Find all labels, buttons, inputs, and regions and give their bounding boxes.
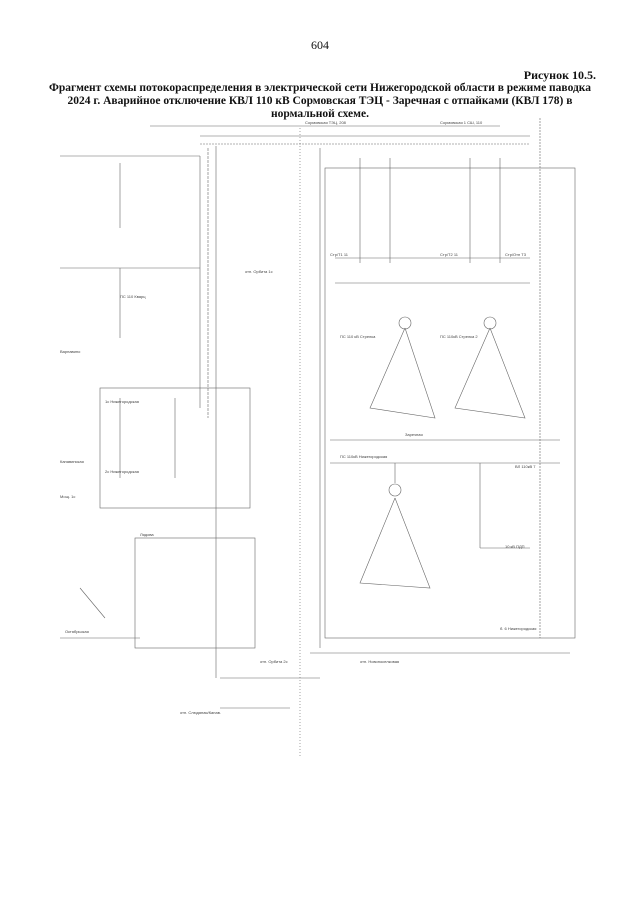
label-varnavino: Варнавино bbox=[60, 349, 81, 354]
label-pc-strelka: ПС 110 кВ Стрелка bbox=[340, 334, 376, 339]
transformer-1-icon bbox=[398, 316, 412, 330]
page-number: 604 bbox=[311, 38, 329, 52]
strelka-triangle-1 bbox=[369, 327, 436, 419]
label-strelka-t2: Стр/Т2 11 bbox=[440, 252, 459, 257]
label-kanavinskaya: Канавинская bbox=[60, 459, 84, 464]
strelka-triangle-2 bbox=[454, 327, 526, 419]
label-kv-pdp: 10 кВ ПДП bbox=[505, 544, 525, 549]
label-b7: ВЛ 110кВ 7 bbox=[515, 464, 536, 469]
left-block bbox=[99, 387, 251, 509]
figure-title: Фрагмент схемы потокораспределения в эле… bbox=[48, 82, 592, 120]
label-nizh-1s: 1с Нижегородская bbox=[105, 399, 139, 404]
label-lyadova: Лядова bbox=[140, 532, 154, 537]
label-orbita: отп. Орбита 1с bbox=[245, 269, 273, 274]
figure-label: Рисунок 10.5. bbox=[523, 68, 596, 82]
label-sormovskaya-tec: Сормовская ТЭЦ, 208 bbox=[305, 120, 347, 125]
left-bottom-block bbox=[134, 537, 256, 649]
diag-line bbox=[79, 587, 106, 619]
nizhegorodskaya-triangle bbox=[359, 497, 431, 589]
right-frame bbox=[324, 167, 576, 639]
power-flow-diagram: Сормовская ТЭЦ, 208 Сормовская 1 СШ, 110… bbox=[60, 118, 576, 758]
label-zarechnaya: Заречная bbox=[405, 432, 423, 437]
label-nizhegorodskaya: ПС 110кВ Нижегородская bbox=[340, 454, 387, 459]
label-nizh-2s: 2с Нижегородская bbox=[105, 469, 139, 474]
label-sormovskaya-sh: Сормовская 1 СШ, 110 bbox=[440, 120, 483, 125]
label-b6-nijegor: б. 6 Нижегородская bbox=[500, 626, 536, 631]
label-sl-kanavinskaya: отп. Слюдяная/Канав. bbox=[180, 710, 221, 715]
label-pc-kvarc: ПС 110 Кварц bbox=[120, 294, 146, 299]
label-nov-poselok: отп. Новопоселковая bbox=[360, 659, 399, 664]
transformer-3-icon bbox=[388, 483, 402, 497]
diagram-labels: Сормовская ТЭЦ, 208 Сормовская 1 СШ, 110… bbox=[60, 120, 536, 715]
label-orbita-2: отп. Орбита 2с bbox=[260, 659, 288, 664]
transformer-2-icon bbox=[483, 316, 497, 330]
label-pc-shpp: ПС 110кВ Стрелка 2 bbox=[440, 334, 478, 339]
label-mosh: Мощ. 1с bbox=[60, 494, 75, 499]
label-strelka-t1: Стр/Т1 11 bbox=[330, 252, 349, 257]
label-strelka-t3: Стр/Отп Т3 bbox=[505, 252, 527, 257]
label-oktyabrskaya: Октябрьская bbox=[65, 629, 89, 634]
